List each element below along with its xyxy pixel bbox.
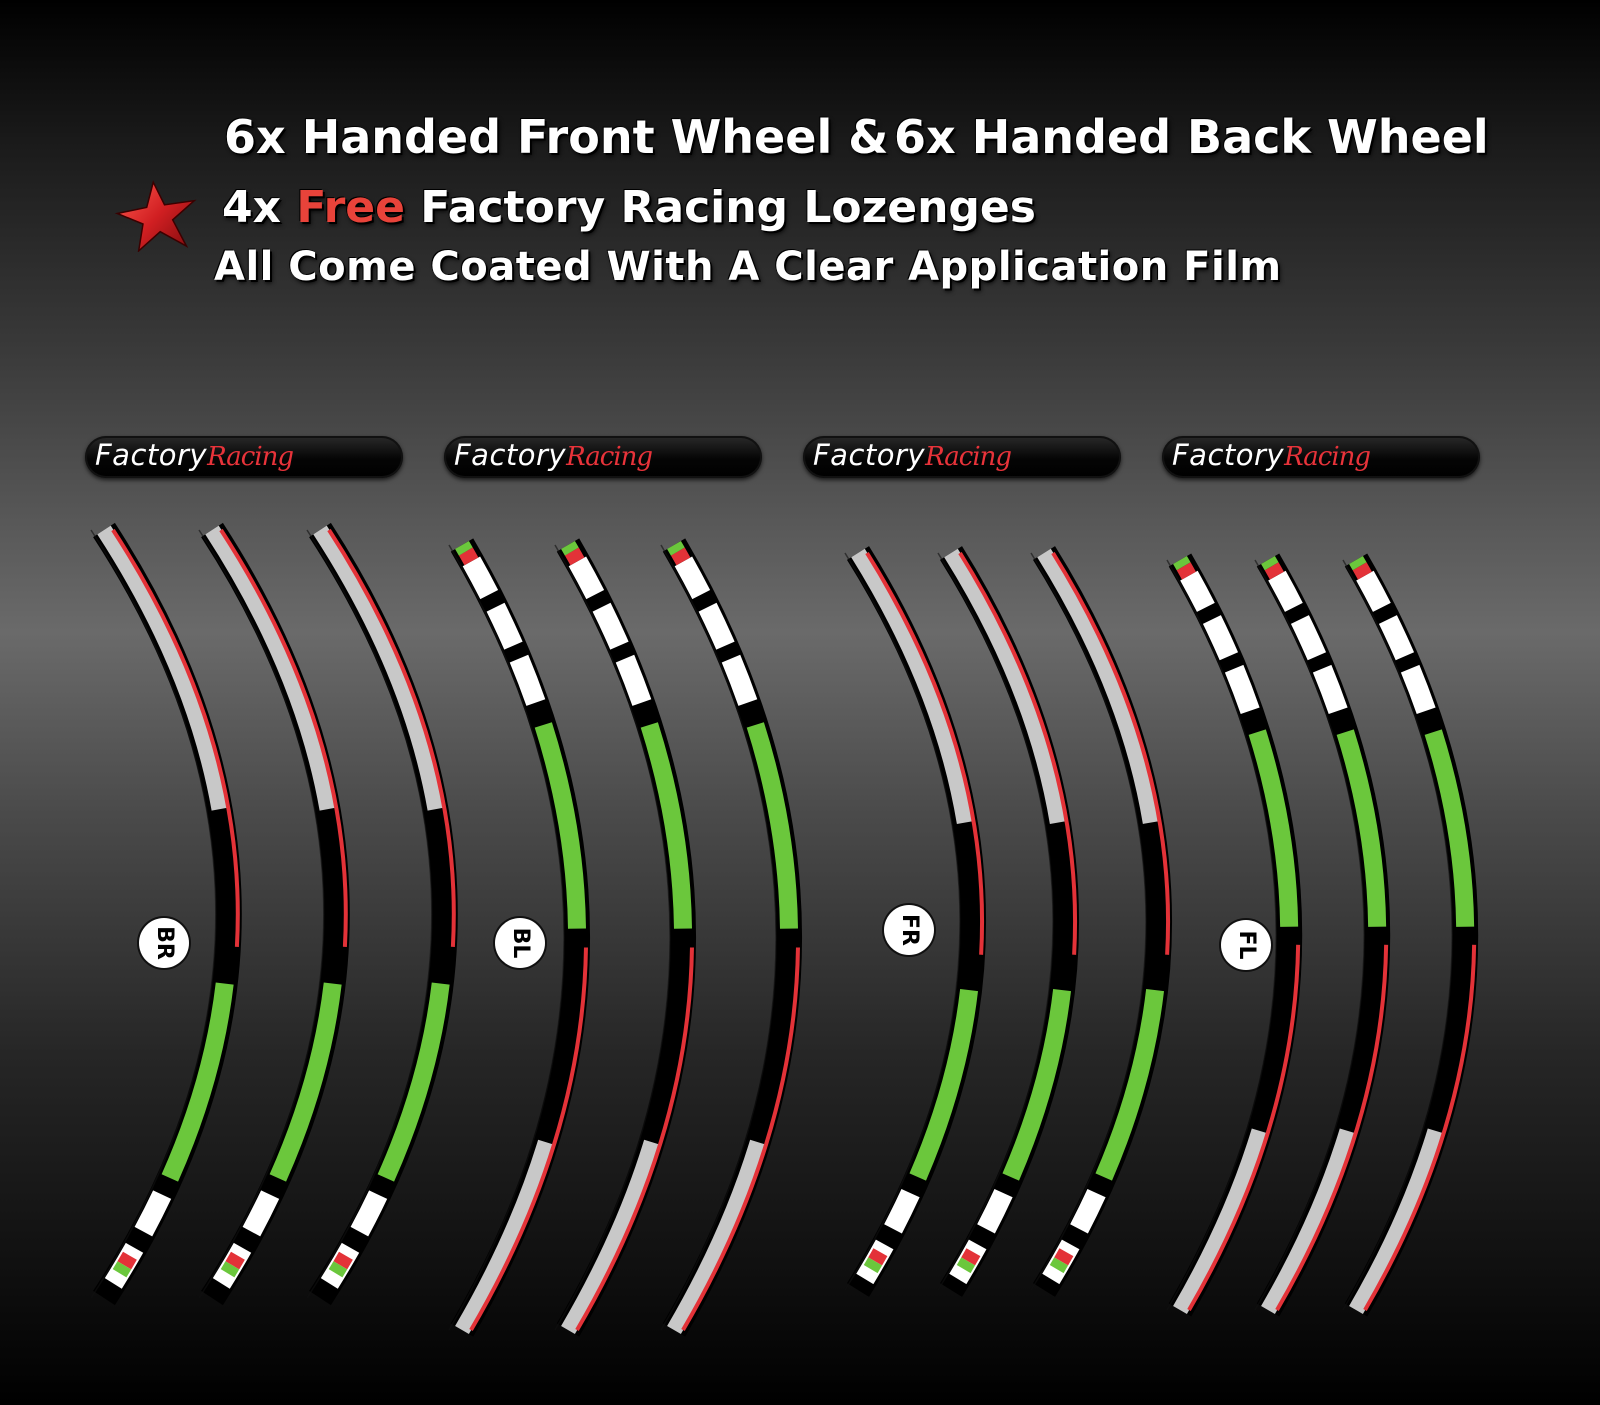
factory-racing-lozenge: FactoryRacing	[1162, 436, 1480, 478]
rim-stripe-silver	[313, 525, 453, 1303]
rim-stripe-red-line	[865, 551, 984, 1292]
lozenges-heading: 4x Free Factory Racing Lozenges	[222, 182, 1036, 233]
rim-stripe-red-line	[111, 528, 240, 1300]
rim-stripe-edge	[90, 529, 217, 1299]
lozenge-word-racing: Racing	[207, 442, 294, 472]
rim-stripe-red-line	[575, 543, 695, 1332]
rim-stripe-edge	[660, 544, 777, 1331]
rim-stripe-red-line	[1051, 551, 1170, 1292]
wheel-badge-br: BR	[139, 918, 189, 968]
rim-stripe-red-line	[327, 528, 456, 1300]
lozenge-word-factory: Factory	[1172, 438, 1285, 472]
wheel-badge-bl: BL	[495, 918, 545, 968]
wheel-badge-fl: FL	[1221, 920, 1271, 970]
rim-stripe-edge	[1166, 559, 1277, 1311]
rim-stripe-silver	[561, 540, 692, 1335]
lozenge-word-factory: Factory	[813, 438, 926, 472]
rim-stripe-edge	[1254, 559, 1365, 1311]
rim-stripe-red-line	[1187, 558, 1301, 1312]
rim-stripe-silver	[1173, 555, 1298, 1315]
rim-stripe-red-line	[219, 528, 348, 1300]
free-label: Free	[296, 182, 405, 233]
rim-stripe-silver	[851, 548, 981, 1295]
rim-stripe-silver	[944, 548, 1074, 1295]
film-heading: All Come Coated With A Clear Application…	[214, 244, 1282, 290]
rim-stripe-edge	[844, 552, 961, 1291]
lozenges-count: 4x	[222, 182, 281, 233]
rim-stripe-silver	[1037, 548, 1167, 1295]
factory-racing-lozenge: FactoryRacing	[85, 436, 403, 478]
rim-stripe-edge	[448, 544, 565, 1331]
rim-stripe-red-line	[958, 551, 1077, 1292]
rim-stripe-red-line	[1363, 558, 1477, 1312]
rim-stripe-silver	[97, 525, 237, 1303]
factory-racing-lozenge: FactoryRacing	[444, 436, 762, 478]
lozenge-word-racing: Racing	[566, 442, 653, 472]
front-wheel-heading: 6x Handed Front Wheel &	[224, 110, 889, 164]
rim-stripe-edge	[198, 529, 325, 1299]
factory-racing-lozenge: FactoryRacing	[803, 436, 1121, 478]
rim-stripe-edge	[1342, 559, 1453, 1311]
rim-stripe-edge	[306, 529, 433, 1299]
wheel-badge-fr: FR	[884, 905, 934, 955]
rim-stripe-red-line	[681, 543, 801, 1332]
lozenges-label: Factory Racing Lozenges	[420, 182, 1036, 233]
lozenge-word-factory: Factory	[454, 438, 567, 472]
rim-stripe-red-line	[1275, 558, 1389, 1312]
rim-stripe-silver	[1261, 555, 1386, 1315]
rim-stripe-edge	[554, 544, 671, 1331]
rim-stripe-silver	[1349, 555, 1474, 1315]
lozenge-word-racing: Racing	[1284, 442, 1371, 472]
rim-stripe-red-line	[469, 543, 589, 1332]
rim-stripe-edge	[1030, 552, 1147, 1291]
rim-stripe-silver	[667, 540, 798, 1335]
rim-stripe-silver	[205, 525, 345, 1303]
star-icon	[114, 180, 197, 252]
lozenge-word-racing: Racing	[925, 442, 1012, 472]
back-wheel-heading: 6x Handed Back Wheel	[894, 110, 1489, 164]
rim-stripe-silver	[455, 540, 586, 1335]
rim-stripe-edge	[937, 552, 1054, 1291]
lozenge-word-factory: Factory	[95, 438, 208, 472]
